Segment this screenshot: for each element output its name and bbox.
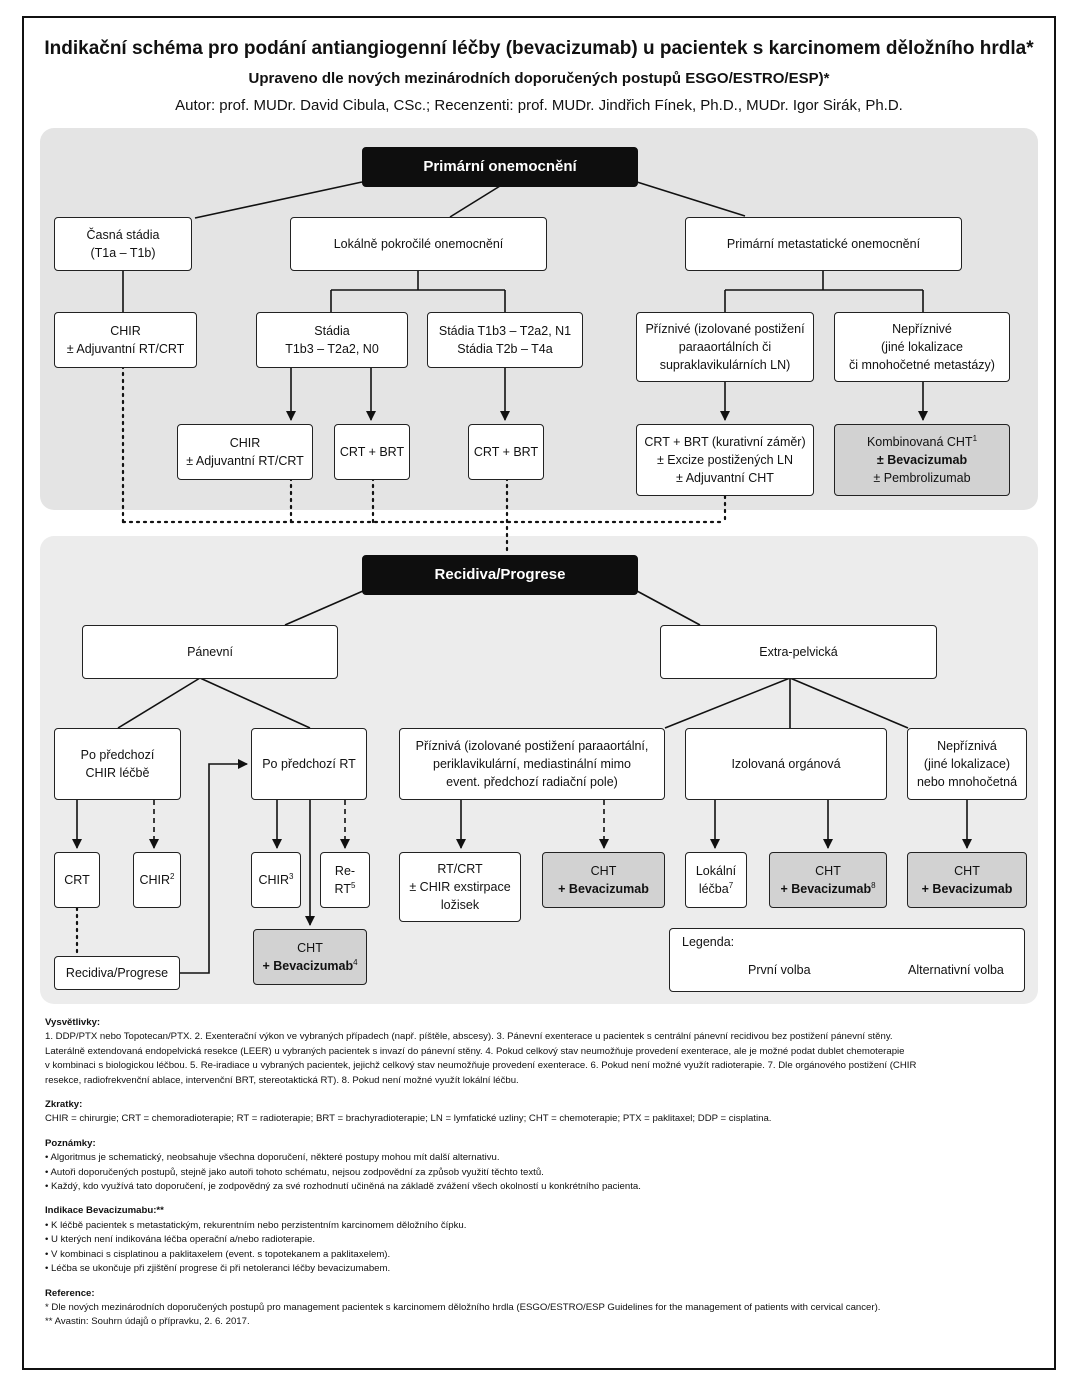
bevacizumab-indication-title: Indikace Bevacizumabu:**	[45, 1205, 164, 1217]
page-title: Indikační schéma pro podání antiangiogen…	[44, 38, 1034, 59]
chir-adjuvant-box: CHIR± Adjuvantní RT/CRT	[54, 312, 197, 368]
indication-line: • K léčbě pacientek s metastatickým, rek…	[45, 1219, 467, 1231]
legend: Legenda: První volba Alternativní volba	[669, 928, 1025, 992]
remark-line: • Autoři doporučených postupů, stejně ja…	[45, 1166, 544, 1178]
crt-brt-box-2: CRT + BRT	[468, 424, 544, 480]
bevacizumab-indication-section: Indikace Bevacizumabu:** • K léčbě pacie…	[45, 1204, 1040, 1276]
curative-crt-box: CRT + BRT (kurativní záměr)± Excize post…	[636, 424, 814, 496]
crt-brt-box-1: CRT + BRT	[334, 424, 410, 480]
pelvic-box: Pánevní	[82, 625, 338, 679]
legend-title: Legenda:	[682, 935, 735, 949]
explanation-line: 1. DDP/PTX nebo Topotecan/PTX. 2. Exente…	[45, 1031, 893, 1043]
page-frame	[22, 16, 1056, 1370]
combined-cht-box: Kombinovaná CHT1 ± Bevacizumab± Pembroli…	[834, 424, 1010, 496]
chir-alt-box: CHIR2	[133, 852, 181, 908]
primary-metastatic-box: Primární metastatické onemocnění	[685, 217, 962, 271]
indication-line: • Léčba se ukončuje při zjištění progres…	[45, 1263, 391, 1275]
early-stage-box: Časná stádia(T1a – T1b)	[54, 217, 192, 271]
chir-exenteration-box: CHIR3	[251, 852, 301, 908]
indication-line: • U kterých není indikována léčba operač…	[45, 1234, 316, 1246]
authors-line: Autor: prof. MUDr. David Cibula, CSc.; R…	[175, 97, 903, 114]
primary-disease-header: Primární onemocnění	[362, 147, 638, 187]
explanation-line: Laterálně extendovaná endopelvická resek…	[45, 1045, 905, 1057]
recurrence-header: Recidiva/Progrese	[362, 555, 638, 595]
crt-box: CRT	[54, 852, 100, 908]
references-section: Reference: * Dle nových mezinárodních do…	[45, 1287, 1040, 1330]
page-subtitle: Upraveno dle nových mezinárodních doporu…	[248, 70, 830, 87]
unfavorable-extrapelvic-box: Nepříznivá(jiné lokalizace)nebo mnohočet…	[907, 728, 1027, 800]
legend-first-choice: První volba	[748, 963, 811, 977]
locally-advanced-box: Lokálně pokročilé onemocnění	[290, 217, 547, 271]
favorable-extrapelvic-box: Příznivá (izolované postižení paraaortál…	[399, 728, 665, 800]
remark-line: • Každý, kdo využívá tato doporučení, je…	[45, 1181, 641, 1193]
abbreviations-line: CHIR = chirurgie; CRT = chemoradioterapi…	[45, 1113, 772, 1125]
remarks-section: Poznámky: • Algoritmus je schematický, n…	[45, 1137, 1040, 1195]
extrapelvic-box: Extra-pelvická	[660, 625, 937, 679]
footnotes: Vysvětlivky: 1. DDP/PTX nebo Topotecan/P…	[45, 1016, 1040, 1340]
re-rt-box: Re-RT5	[320, 852, 370, 908]
references-title: Reference:	[45, 1287, 95, 1299]
cht-bevacizumab-box-2: CHT+ Bevacizumab	[907, 852, 1027, 908]
explanations-title: Vysvětlivky:	[45, 1017, 101, 1028]
reference-line: * Dle nových mezinárodních doporučených …	[45, 1301, 881, 1313]
remarks-title: Poznámky:	[45, 1137, 96, 1149]
after-rt-box: Po předchozí RT	[251, 728, 367, 800]
remark-line: • Algoritmus je schematický, neobsahuje …	[45, 1152, 500, 1164]
chir-adjuvant-box-2: CHIR± Adjuvantní RT/CRT	[177, 424, 313, 480]
indication-line: • V kombinaci s cisplatinou a paklitaxel…	[45, 1248, 391, 1260]
local-therapy-box: Lokální léčba7	[685, 852, 747, 908]
isolated-organ-box: Izolovaná orgánová	[685, 728, 887, 800]
abbreviations-section: Zkratky: CHIR = chirurgie; CRT = chemora…	[45, 1098, 1040, 1127]
explanations-section: Vysvětlivky: 1. DDP/PTX nebo Topotecan/P…	[45, 1016, 1040, 1088]
recurrence-progression-box: Recidiva/Progrese	[54, 956, 180, 990]
legend-alternative: Alternativní volba	[908, 963, 1004, 977]
explanation-line: resekce, radiofrekvenční ablace, interve…	[45, 1074, 519, 1086]
explanation-line: v kombinaci s biologickou léčbou. 5. Re-…	[45, 1060, 917, 1072]
cht-bevacizumab-box-1: CHT+ Bevacizumab	[542, 852, 665, 908]
reference-line: ** Avastin: Souhrn údajů o přípravku, 2.…	[45, 1316, 250, 1328]
cht-bevacizumab-box-4: CHT + Bevacizumab4	[253, 929, 367, 985]
abbreviations-title: Zkratky:	[45, 1099, 83, 1111]
cht-bevacizumab-box-8: CHT + Bevacizumab8	[769, 852, 887, 908]
